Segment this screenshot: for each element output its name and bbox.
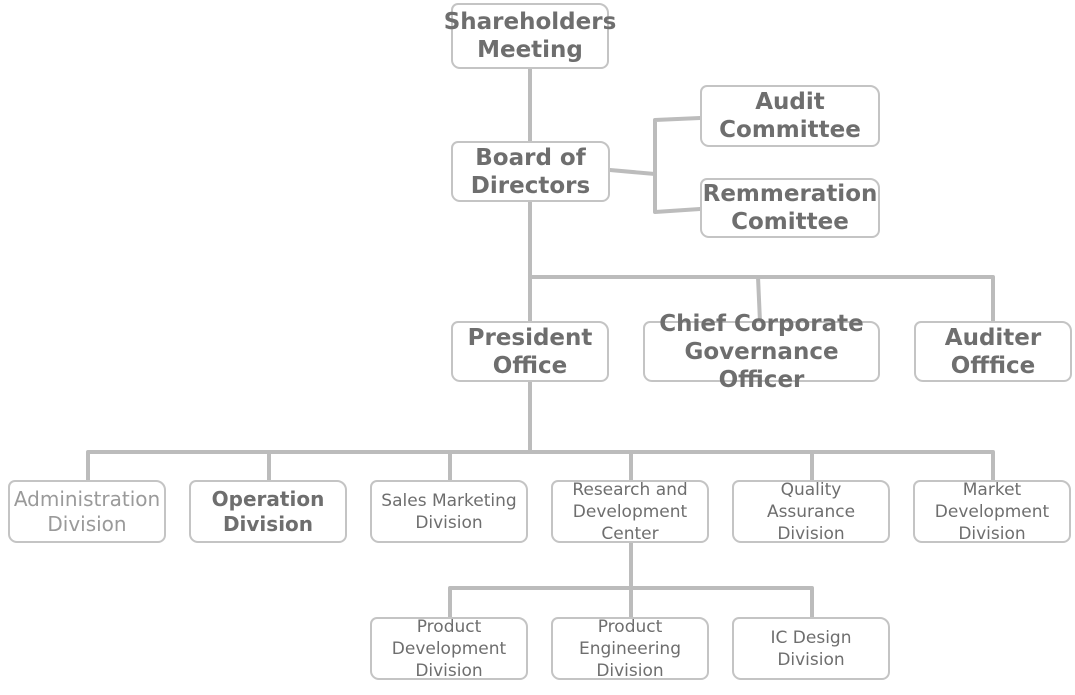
ic-design-division-box[interactable]: IC Design Division bbox=[732, 617, 890, 680]
administration-division-box[interactable]: Administration Division bbox=[8, 480, 166, 543]
research-development-center-box[interactable]: Research and Development Center bbox=[551, 480, 709, 544]
connector-rnd-subdivisions bbox=[448, 541, 814, 620]
shareholders-meeting-box[interactable]: Shareholders Meeting bbox=[444, 3, 616, 69]
operation-division-box[interactable]: Operation Division bbox=[189, 480, 347, 543]
product-development-division-box[interactable]: Product Development Division bbox=[370, 617, 528, 681]
connector-board-committees bbox=[608, 116, 702, 214]
connector-board-executives bbox=[528, 200, 995, 324]
auditer-office-box[interactable]: Auditer Offfice bbox=[914, 321, 1072, 382]
sales-marketing-division-box[interactable]: Sales Marketing Division bbox=[370, 480, 528, 543]
quality-assurance-division-box[interactable]: Quality Assurance Division bbox=[732, 480, 890, 544]
market-development-division-box[interactable]: Market Development Division bbox=[913, 480, 1071, 544]
chief-corporate-governance-officer-box[interactable]: Chief Corporate Governance Officer bbox=[643, 311, 880, 393]
product-engineering-division-box[interactable]: Product Engineering Division bbox=[551, 617, 709, 681]
president-office-box[interactable]: President Office bbox=[451, 321, 609, 382]
remmeration-committee-box[interactable]: Remmeration Comittee bbox=[700, 178, 880, 238]
board-of-directors-box[interactable]: Board of Directors bbox=[451, 141, 610, 202]
connector-president-divisions bbox=[86, 380, 995, 482]
audit-committee-box[interactable]: Audit Committee bbox=[700, 85, 880, 147]
